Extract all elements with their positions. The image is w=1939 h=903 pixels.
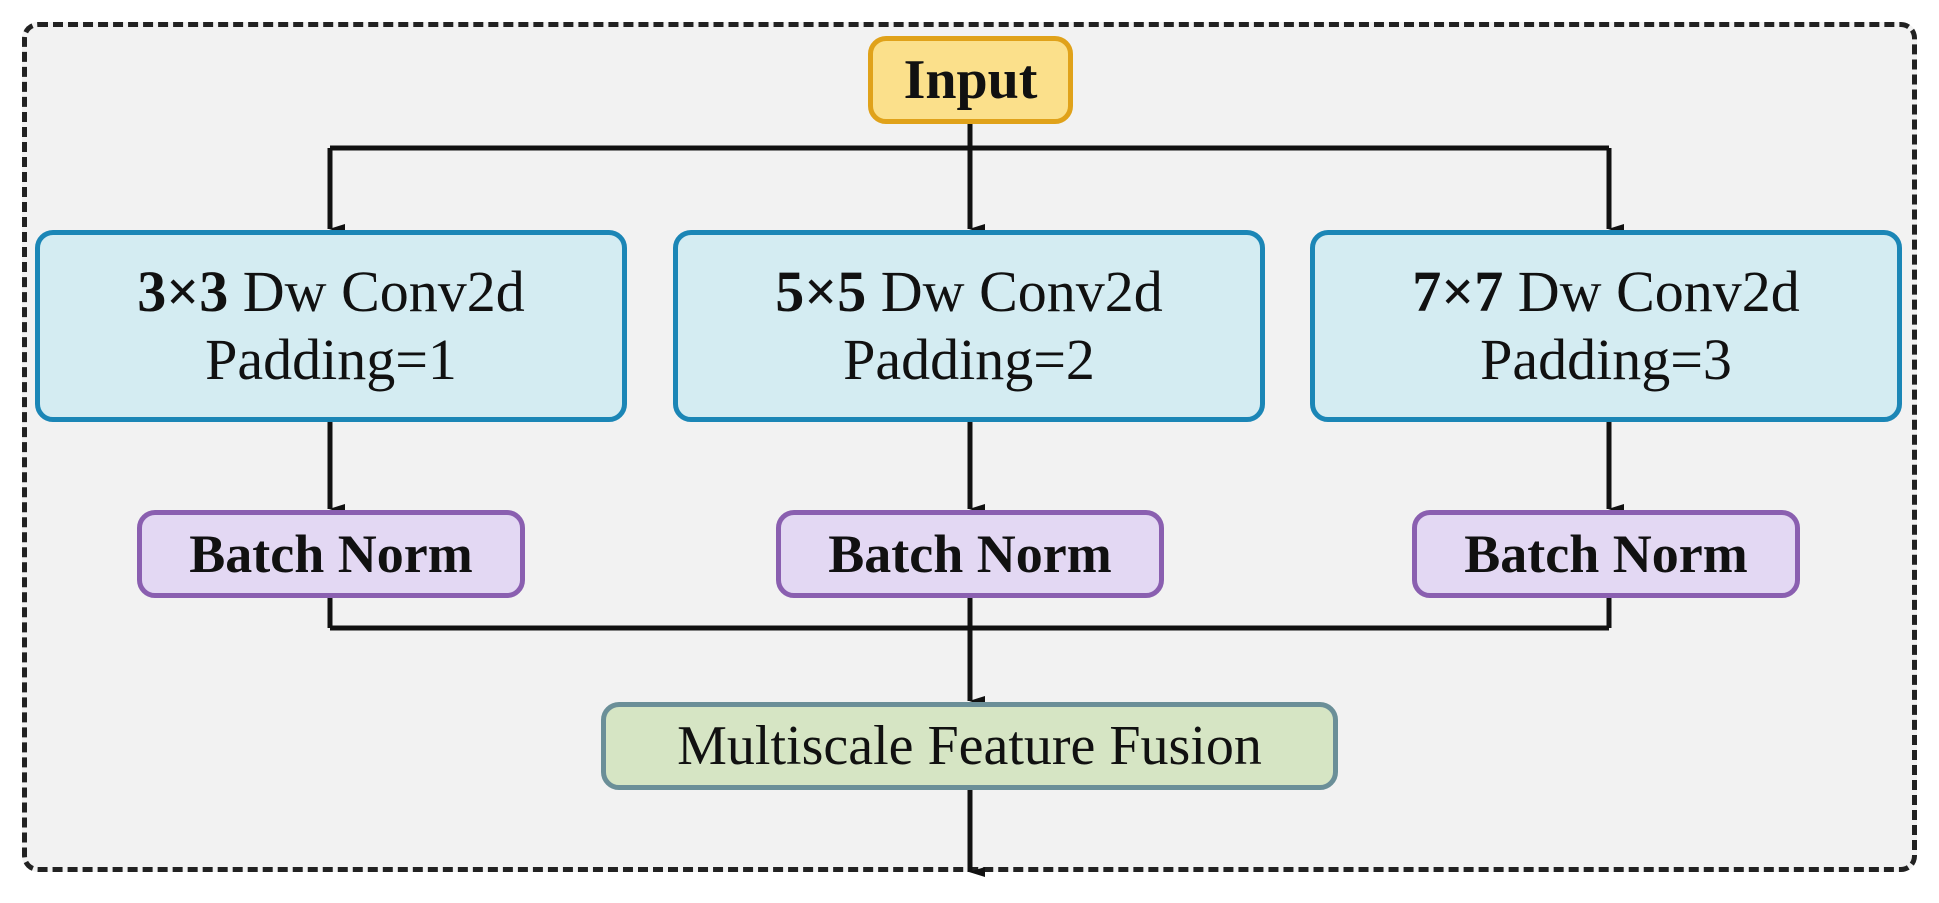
batch-norm-label: Batch Norm xyxy=(189,524,473,584)
conv-title: 3×3 Dw Conv2d xyxy=(137,258,525,326)
conv-kernel: 5×5 xyxy=(775,259,867,324)
conv-title: 7×7 Dw Conv2d xyxy=(1412,258,1800,326)
multiscale-fusion-box: Multiscale Feature Fusion xyxy=(601,702,1338,790)
batch-norm-box-1: Batch Norm xyxy=(137,510,525,598)
conv-padding: Padding=3 xyxy=(1480,327,1732,392)
batch-norm-box-2: Batch Norm xyxy=(776,510,1164,598)
conv-op: Dw Conv2d xyxy=(866,259,1163,324)
input-label: Input xyxy=(903,49,1038,111)
conv-padding: Padding=2 xyxy=(843,327,1095,392)
conv-kernel: 3×3 xyxy=(137,259,229,324)
batch-norm-box-3: Batch Norm xyxy=(1412,510,1800,598)
batch-norm-label: Batch Norm xyxy=(828,524,1112,584)
fusion-label: Multiscale Feature Fusion xyxy=(677,715,1262,777)
dw-conv-7x7-box: 7×7 Dw Conv2d Padding=3 xyxy=(1310,230,1902,422)
conv-op: Dw Conv2d xyxy=(228,259,525,324)
dw-conv-5x5-box: 5×5 Dw Conv2d Padding=2 xyxy=(673,230,1265,422)
conv-op: Dw Conv2d xyxy=(1503,259,1800,324)
conv-padding: Padding=1 xyxy=(205,327,457,392)
batch-norm-label: Batch Norm xyxy=(1464,524,1748,584)
dw-conv-3x3-box: 3×3 Dw Conv2d Padding=1 xyxy=(35,230,627,422)
conv-title: 5×5 Dw Conv2d xyxy=(775,258,1163,326)
input-node: Input xyxy=(868,36,1073,124)
conv-kernel: 7×7 xyxy=(1412,259,1504,324)
